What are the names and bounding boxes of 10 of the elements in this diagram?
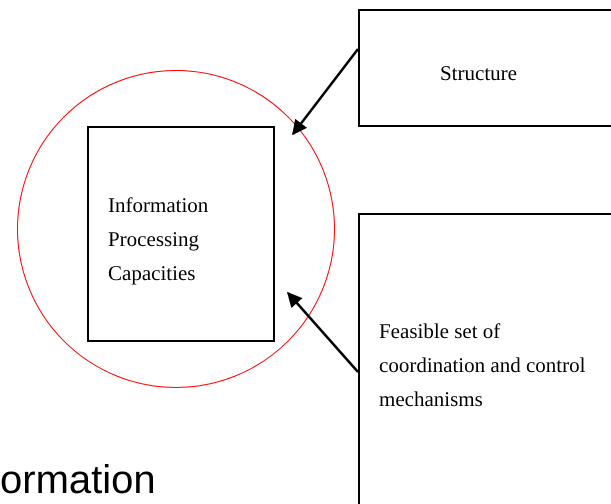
circle-outline — [17, 70, 335, 388]
box-text: Feasible set of coordination and control mechanisms — [379, 318, 586, 413]
process-box — [87, 126, 275, 342]
process-box — [358, 9, 611, 127]
box-text: Information Processing Capacities — [108, 192, 210, 287]
arrow — [287, 292, 359, 373]
box-text: Structure — [440, 60, 518, 87]
process-box — [358, 213, 611, 504]
arrow — [292, 48, 359, 136]
heading-text: ormation — [0, 458, 156, 502]
